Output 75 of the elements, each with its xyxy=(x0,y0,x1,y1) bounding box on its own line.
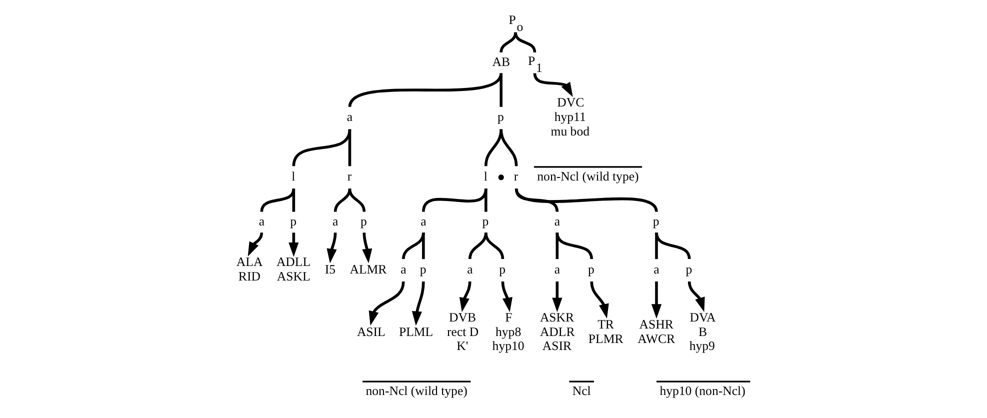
connector xyxy=(260,188,296,212)
node-text: l xyxy=(484,169,488,184)
label: hyp10 (non-Ncl) xyxy=(660,384,746,398)
arrow xyxy=(326,232,337,264)
node-text: I5 xyxy=(324,262,336,276)
arrow xyxy=(248,232,264,256)
connector xyxy=(514,188,559,212)
connector xyxy=(484,129,502,166)
node-text: a xyxy=(420,214,426,228)
label: non-Ncl (wild type) xyxy=(366,384,468,398)
node-text: p xyxy=(482,214,489,228)
connector xyxy=(500,129,518,166)
node-text: ALA RID xyxy=(236,255,263,284)
connector xyxy=(348,72,502,108)
connector xyxy=(655,232,658,260)
node-text: AB xyxy=(492,54,510,69)
node-text: p xyxy=(360,214,367,228)
node-text: a xyxy=(467,262,473,276)
arrow xyxy=(552,281,562,312)
connector xyxy=(500,32,517,53)
arrow xyxy=(590,281,609,318)
node-text: p xyxy=(686,262,692,276)
node-text: DVA B hyp9 xyxy=(689,310,716,354)
node-text: p xyxy=(420,262,426,276)
node-text: p xyxy=(499,262,506,276)
connector xyxy=(348,188,366,212)
node-text: a xyxy=(554,214,560,228)
label: non-Ncl (wild type) xyxy=(537,169,639,184)
node-text: F hyp8 hyp10 xyxy=(492,310,524,354)
node-text: PLML xyxy=(398,324,434,339)
arrow xyxy=(533,73,573,97)
node-text: a xyxy=(346,110,353,124)
connector xyxy=(484,188,488,212)
node-text: ASKR ADLR ASIR xyxy=(540,310,575,354)
connector xyxy=(422,232,425,260)
connector xyxy=(655,232,691,260)
node-text: a xyxy=(554,262,560,276)
node-text: ASIL xyxy=(356,324,386,339)
node-text: l xyxy=(292,169,296,184)
connector xyxy=(484,232,504,260)
connector xyxy=(422,188,488,212)
node-text: a xyxy=(654,262,660,276)
arrow xyxy=(368,281,405,326)
connector xyxy=(468,232,488,260)
connector xyxy=(515,188,658,212)
node-text: ADLL ASKL xyxy=(276,255,311,284)
arrow xyxy=(288,232,299,257)
node-text: r xyxy=(514,169,518,184)
arrow xyxy=(362,232,372,264)
connector xyxy=(500,73,503,107)
node-text: a xyxy=(258,214,265,228)
node-text: a xyxy=(332,214,338,228)
connector xyxy=(402,232,425,260)
connector xyxy=(514,32,536,53)
node-text: ASHR AWCR xyxy=(638,318,676,346)
node-text: r xyxy=(347,169,352,184)
node-text: a xyxy=(400,262,406,276)
node-text: p xyxy=(290,214,296,228)
label: Ncl xyxy=(572,384,591,398)
node-text: p xyxy=(588,262,594,276)
connector xyxy=(348,129,352,166)
node-text: TR PLMR xyxy=(588,318,624,346)
node-text: p xyxy=(498,110,504,124)
arrow xyxy=(412,281,425,326)
arrow xyxy=(651,281,662,319)
connector xyxy=(292,188,296,212)
arrow xyxy=(459,281,472,312)
node-text: ALMR xyxy=(350,262,387,276)
node-circle xyxy=(498,174,504,180)
node-text: DVB rect D K' xyxy=(447,310,479,354)
node-text: DVC hyp11 mu bod xyxy=(550,96,590,139)
node-text: p xyxy=(652,214,660,228)
arrow xyxy=(688,281,705,312)
connector xyxy=(334,188,352,212)
arrow xyxy=(501,281,512,312)
